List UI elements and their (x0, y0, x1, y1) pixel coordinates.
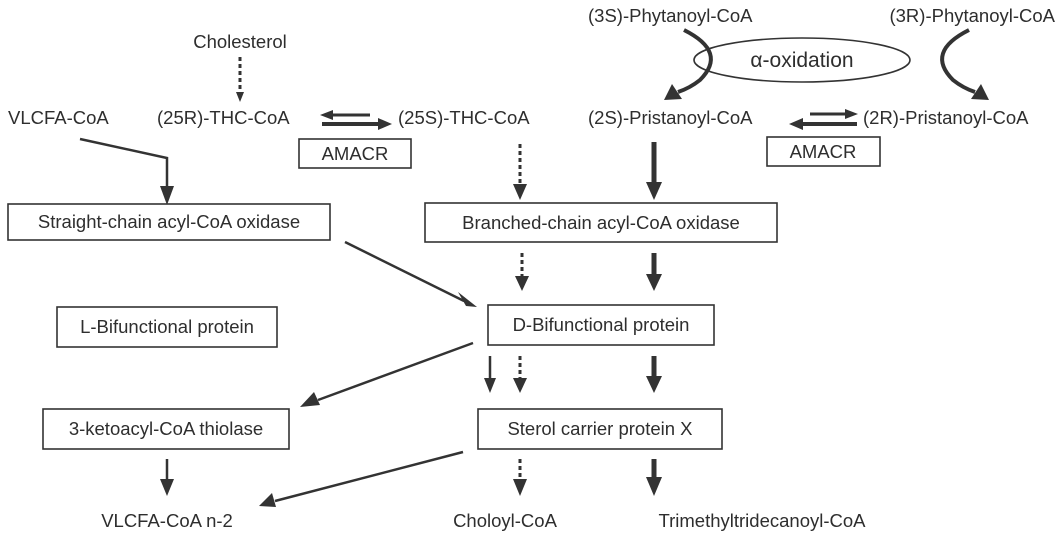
straight-chain-oxidase-label: Straight-chain acyl-CoA oxidase (38, 211, 300, 232)
dbp-to-thiolase-arrow (300, 341, 474, 407)
trimethyltridecanoyl-coa-label: Trimethyltridecanoyl-CoA (659, 510, 867, 531)
branched-chain-oxidase-label: Branched-chain acyl-CoA oxidase (462, 212, 740, 233)
branched-to-dbp-thick-arrow (646, 253, 662, 291)
thiolase-label: 3-ketoacyl-CoA thiolase (69, 418, 263, 439)
amacr-left-box (298, 138, 412, 169)
alpha-oxidation-label: α-oxidation (750, 49, 853, 72)
phytanoyl-3r-curved-arrow (940, 28, 989, 100)
cholesterol-to-thc-arrow (236, 57, 244, 102)
thiolase-box (42, 408, 290, 450)
thiolase-to-vlcfa-n2-arrow (160, 459, 174, 496)
scpx-to-vlcfa-n2-arrow (259, 450, 464, 507)
l-bifunctional-label: L-Bifunctional protein (80, 316, 254, 337)
dbp-to-scpx-thin-arrow (484, 356, 496, 393)
scpx-to-choloyl-dashed-arrow (513, 459, 527, 496)
phytanoyl-3s-label: (3S)-Phytanoyl-CoA (588, 5, 753, 26)
pristanoyl-equilibrium-arrows (789, 109, 858, 130)
amacr-right-label: AMACR (790, 141, 857, 162)
pristanoyl-2s-label: (2S)-Pristanoyl-CoA (588, 107, 753, 128)
pristanoyl-to-branched-arrow (646, 142, 662, 200)
phytanoyl-3r-label: (3R)-Phytanoyl-CoA (889, 5, 1055, 26)
amacr-right-box (766, 136, 881, 167)
l-bifunctional-box (56, 306, 278, 348)
straight-chain-to-dbp-arrow (344, 240, 477, 307)
cholesterol-label: Cholesterol (193, 31, 287, 52)
scpx-label: Sterol carrier protein X (507, 418, 692, 439)
vlcfa-coa-n2-label: VLCFA-CoA n-2 (101, 510, 233, 531)
scpx-box (477, 408, 723, 450)
dbp-to-scpx-thick-arrow (646, 356, 662, 393)
scpx-to-trimethyl-thick-arrow (646, 459, 662, 496)
vlcfa-coa-label: VLCFA-CoA (8, 107, 109, 128)
thc-25s-label: (25S)-THC-CoA (398, 107, 530, 128)
alpha-oxidation-ellipse (693, 37, 911, 83)
phytanoyl-3s-curved-arrow (664, 28, 713, 100)
amacr-left-label: AMACR (322, 143, 389, 164)
thc-25r-label: (25R)-THC-CoA (157, 107, 290, 128)
dbp-to-scpx-dashed-arrow (513, 356, 527, 393)
branched-chain-oxidase-box (424, 202, 778, 243)
branched-to-dbp-dashed-arrow (515, 253, 529, 291)
straight-chain-oxidase-box (7, 203, 331, 241)
thc-equilibrium-arrows (320, 110, 392, 130)
vlcfa-to-straight-chain-arrow (79, 137, 174, 205)
thc25s-to-branched-arrow (513, 144, 527, 200)
choloyl-coa-label: Choloyl-CoA (453, 510, 558, 531)
d-bifunctional-label: D-Bifunctional protein (513, 314, 690, 335)
pristanoyl-2r-label: (2R)-Pristanoyl-CoA (863, 107, 1029, 128)
d-bifunctional-box (487, 304, 715, 346)
